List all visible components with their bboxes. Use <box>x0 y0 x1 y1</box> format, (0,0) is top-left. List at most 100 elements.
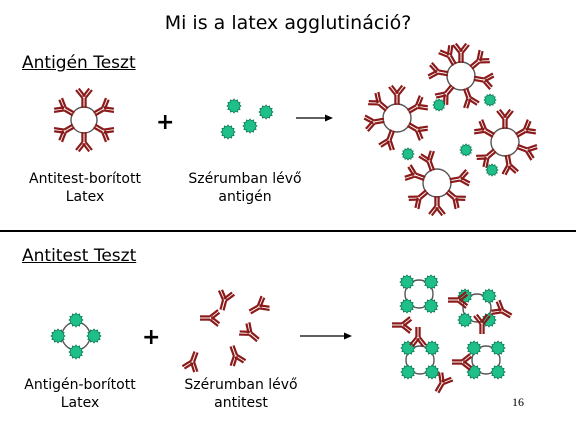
antigen-icon <box>485 163 499 177</box>
antibody-icon <box>75 132 93 153</box>
caption-line: Szérumban lévő <box>188 171 302 187</box>
antigen-icon <box>400 364 416 380</box>
antigen-icon <box>423 274 439 290</box>
antibody-icon <box>239 322 260 343</box>
antibody-icon <box>469 49 490 70</box>
latex-bead <box>462 293 492 323</box>
page-number: 16 <box>512 395 524 409</box>
caption-antigen-coated-latex: Antigén-borított Latex <box>5 376 155 412</box>
antigen-icon <box>68 344 84 360</box>
antigen-icon <box>466 340 482 356</box>
antibody-icon <box>75 87 93 108</box>
caption-serum-antibody: Szérumban lévő antitest <box>166 376 316 412</box>
antigen-icon <box>220 124 236 140</box>
plus-sign: + <box>156 110 175 135</box>
antibody-icon <box>93 123 115 143</box>
agglutination-cluster <box>363 42 538 217</box>
antigen-icon <box>481 288 497 304</box>
antigen-icon <box>50 328 66 344</box>
antigen-icon <box>457 312 473 328</box>
antibody-icon <box>248 295 270 315</box>
antibody-icon <box>501 154 519 176</box>
antibody-icon <box>476 148 497 169</box>
antibody-icon <box>452 353 473 371</box>
antibody-icon <box>438 44 457 67</box>
caption-line: Antigén-borított <box>24 377 136 393</box>
antibody-icon <box>434 84 455 105</box>
antibody-icon <box>516 143 538 161</box>
antigen-icon <box>226 98 242 114</box>
antigen-icon <box>68 312 84 328</box>
antigen-icon <box>424 340 440 356</box>
antigen-icon <box>86 328 102 344</box>
antibody-icon <box>406 95 429 114</box>
antibody-icon <box>427 62 449 80</box>
antigen-icon <box>423 298 439 314</box>
antibody-icon <box>200 309 221 327</box>
antibody-icon <box>363 114 385 132</box>
caption-line: Szérumban lévő <box>184 377 298 393</box>
latex-bead <box>70 106 98 134</box>
antigen-icon <box>490 364 506 380</box>
antigen-icon <box>459 143 473 157</box>
antigen-icon <box>424 364 440 380</box>
antibody-icon <box>408 189 429 210</box>
antibody-icon <box>449 169 471 187</box>
latex-bead <box>471 345 501 375</box>
caption-line: antitest <box>214 395 268 411</box>
caption-antibody-coated-latex: Antitest-borított Latex <box>10 170 160 206</box>
antigen-icon <box>242 118 258 134</box>
caption-line: Antitest-borított <box>29 171 141 187</box>
agglutination-cluster <box>392 274 513 394</box>
antigen-icon <box>483 93 497 107</box>
antibody-icon <box>368 91 389 112</box>
antibody-icon <box>404 164 426 182</box>
antibody-icon <box>53 123 75 143</box>
section-divider <box>0 230 576 232</box>
antibody-icon <box>93 97 115 117</box>
antibody-icon <box>409 327 427 348</box>
antigen-icon <box>401 147 415 161</box>
antibody-test-diagram <box>50 274 513 394</box>
antigen-icon <box>399 298 415 314</box>
antibody-icon <box>491 299 513 319</box>
antigen-icon <box>490 340 506 356</box>
antigen-test-diagram <box>53 42 538 217</box>
caption-line: antigén <box>218 189 272 205</box>
antibody-icon <box>53 97 75 117</box>
antibody-icon <box>392 316 413 334</box>
latex-bead <box>405 345 435 375</box>
antibody-icon <box>448 291 469 309</box>
section-heading-antigen-test: Antigén Teszt <box>22 53 136 73</box>
antibody-icon <box>452 42 470 63</box>
caption-line: Latex <box>65 189 105 205</box>
antibody-icon <box>388 84 406 105</box>
antibody-icon <box>462 87 480 109</box>
antibody-icon <box>514 119 537 138</box>
antibody-icon <box>496 108 514 129</box>
caption-serum-antigen: Szérumban lévő antigén <box>170 170 320 206</box>
antibody-icon <box>217 289 236 311</box>
antibody-icon <box>229 345 247 367</box>
antibody-icon <box>418 150 436 172</box>
caption-line: Latex <box>60 395 100 411</box>
reaction-arrow <box>296 114 333 122</box>
antigen-icon <box>432 98 446 112</box>
section-heading-antibody-test: Antitest Teszt <box>22 246 137 266</box>
antibody-icon <box>434 372 454 394</box>
antibody-icon <box>473 72 495 90</box>
antibody-icon <box>406 122 429 141</box>
reaction-arrow <box>300 332 352 340</box>
antibody-icon <box>445 189 466 210</box>
antigen-icon <box>399 274 415 290</box>
antigen-icon <box>258 104 274 120</box>
antibody-icon <box>428 196 446 217</box>
slide-title: Mi is a latex agglutináció? <box>164 12 412 34</box>
latex-bead <box>404 279 434 309</box>
antibody-icon <box>473 119 496 138</box>
antibody-icon <box>473 313 491 334</box>
antibody-icon <box>181 351 199 373</box>
antibody-icon <box>378 129 396 151</box>
